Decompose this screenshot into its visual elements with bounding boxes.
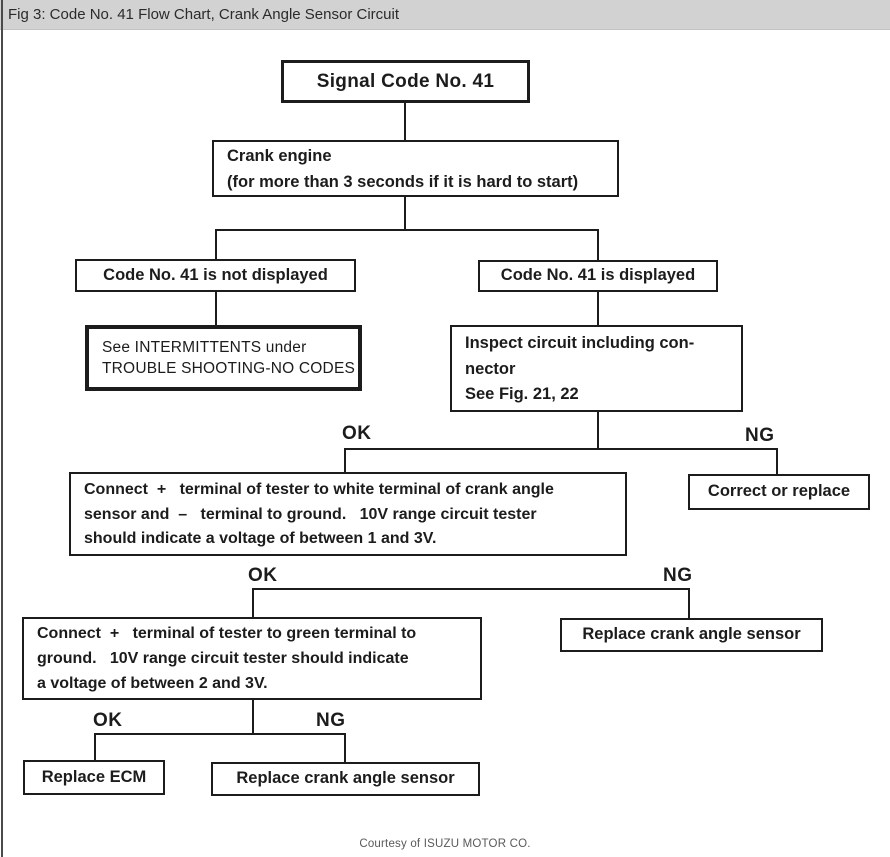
node-inspect-circuit: Inspect circuit including con- nector Se…	[450, 325, 743, 412]
node-text: See INTERMITTENTS under	[102, 339, 307, 357]
node-text: a voltage of between 2 and 3V.	[37, 674, 268, 692]
node-text: Replace ECM	[41, 767, 147, 786]
connector-line	[215, 229, 217, 260]
node-text: ground. 10V range circuit tester should …	[37, 650, 409, 668]
node-signal-code-41: Signal Code No. 41	[281, 60, 530, 103]
node-white-terminal-test: Connect + terminal of tester to white te…	[69, 472, 627, 556]
connector-line	[344, 733, 346, 763]
connector-line	[597, 411, 599, 450]
connector-line	[215, 229, 599, 231]
node-text: Replace crank angle sensor	[582, 625, 801, 644]
connector-line	[344, 448, 778, 450]
branch-label-ng: NG	[745, 425, 775, 446]
node-code-not-displayed: Code No. 41 is not displayed	[75, 259, 356, 292]
node-text: Code No. 41 is not displayed	[103, 265, 328, 284]
node-replace-ecm: Replace ECM	[23, 760, 165, 795]
node-text: Signal Code No. 41	[316, 70, 495, 92]
connector-line	[597, 229, 599, 261]
connector-line	[344, 448, 346, 473]
node-text: TROUBLE SHOOTING-NO CODES	[102, 360, 356, 377]
node-text: should indicate a voltage of between 1 a…	[84, 530, 437, 548]
node-crank-engine: Crank engine (for more than 3 seconds if…	[212, 140, 619, 197]
node-text: Connect + terminal of tester to green te…	[37, 625, 417, 643]
node-text: Crank engine	[227, 146, 332, 165]
window-left-border	[1, 0, 3, 857]
connector-line	[252, 588, 690, 590]
node-text: sensor and – terminal to ground. 10V ran…	[84, 505, 537, 523]
connector-line	[252, 588, 254, 618]
node-text: nector	[465, 359, 516, 378]
connector-line	[94, 733, 346, 735]
node-text: Replace crank angle sensor	[236, 769, 455, 788]
node-text: Code No. 41 is displayed	[500, 266, 696, 285]
connector-line	[404, 103, 406, 141]
node-code-displayed: Code No. 41 is displayed	[478, 260, 718, 292]
figure-title: Fig 3: Code No. 41 Flow Chart, Crank Ang…	[8, 6, 400, 23]
connector-line	[404, 197, 406, 231]
connector-line	[776, 448, 778, 475]
node-see-intermittents: See INTERMITTENTS under TROUBLE SHOOTING…	[85, 325, 362, 391]
branch-label-ok: OK	[93, 710, 123, 731]
branch-label-ng: NG	[316, 710, 346, 731]
branch-label-ok: OK	[342, 423, 372, 444]
branch-label-ok: OK	[248, 565, 278, 586]
courtesy-note: Courtesy of ISUZU MOTOR CO.	[359, 838, 531, 850]
node-replace-crank-angle-sensor-bottom: Replace crank angle sensor	[211, 762, 480, 796]
node-text: See Fig. 21, 22	[465, 385, 579, 404]
connector-line	[688, 588, 690, 619]
node-correct-or-replace: Correct or replace	[688, 474, 870, 510]
node-text: (for more than 3 seconds if it is hard t…	[227, 172, 579, 191]
window-title-bar: Fig 3: Code No. 41 Flow Chart, Crank Ang…	[0, 0, 890, 30]
connector-line	[597, 292, 599, 326]
connector-line	[94, 733, 96, 761]
connector-line	[252, 699, 254, 735]
node-text: Inspect circuit including con-	[465, 334, 695, 353]
connector-line	[215, 291, 217, 326]
node-replace-crank-angle-sensor-right: Replace crank angle sensor	[560, 618, 823, 652]
branch-label-ng: NG	[663, 565, 693, 586]
node-text: Correct or replace	[707, 482, 851, 501]
node-text: Connect + terminal of tester to white te…	[84, 480, 554, 498]
node-green-terminal-test: Connect + terminal of tester to green te…	[22, 617, 482, 700]
